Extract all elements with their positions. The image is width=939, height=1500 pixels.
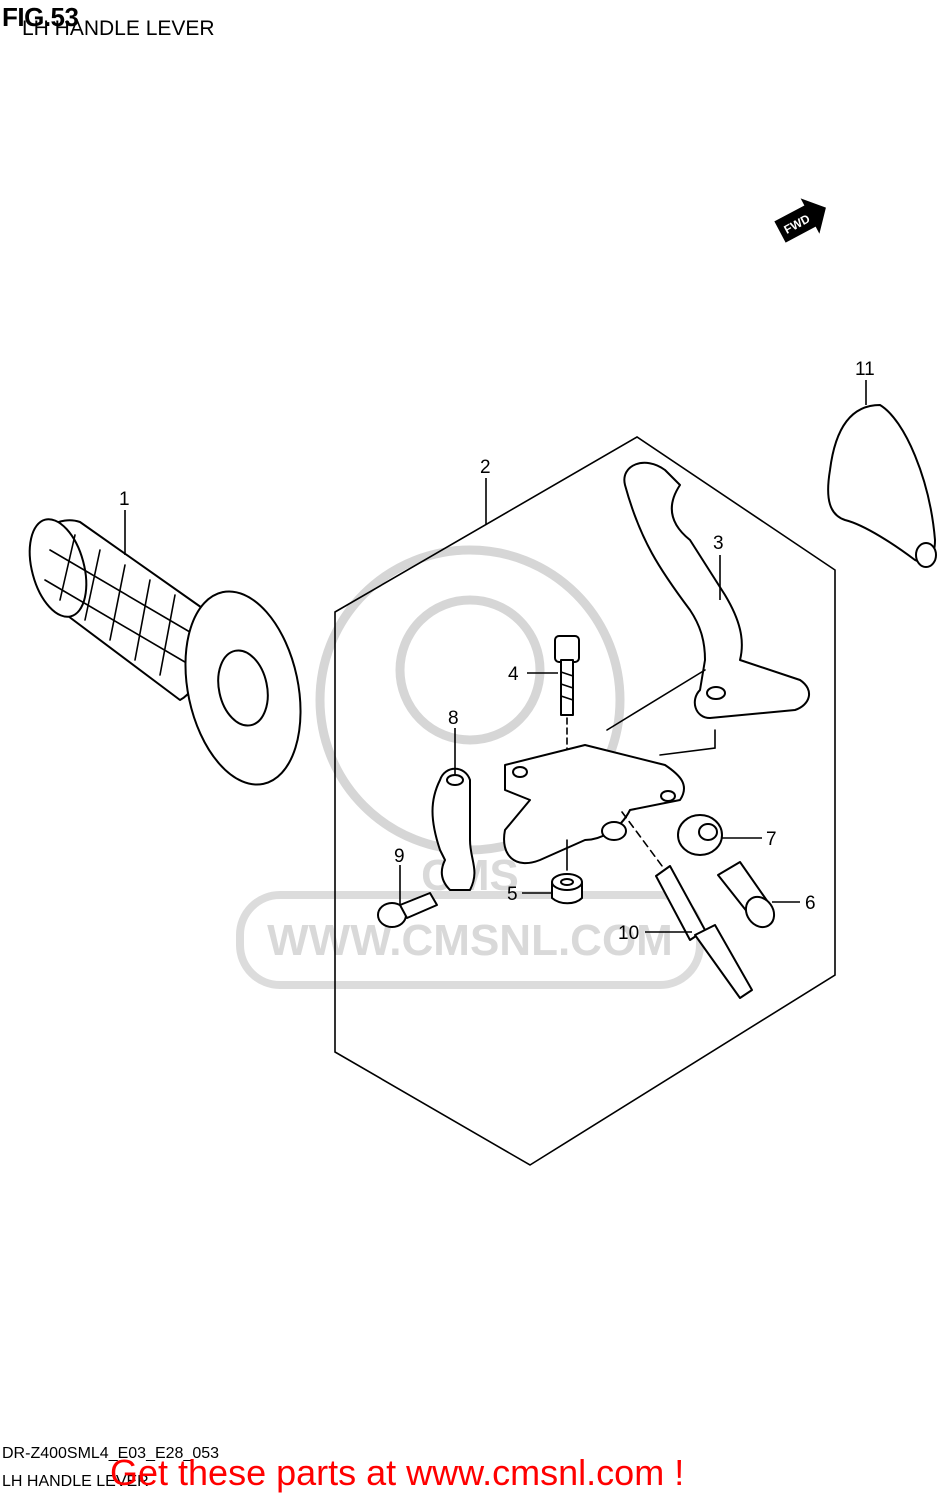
grip-bore [217, 649, 269, 727]
clamp-hole [446, 774, 464, 786]
callout-6: 6 [805, 893, 816, 914]
figure-number: FIG.53 [2, 2, 79, 32]
part-10-cable-end [621, 811, 753, 999]
footer-cta-link[interactable]: Get these parts at www.cmsnl.com ! [110, 1452, 685, 1493]
lever-assembly-lines [606, 669, 716, 756]
lever-body [623, 461, 810, 719]
callout-8: 8 [448, 708, 459, 729]
grip-ribs-horizontal [44, 549, 196, 666]
part-3-lever [606, 461, 810, 756]
bracket-hole-right [660, 790, 676, 802]
footer-model-code: DR-Z400SML4_E03_E28_053 [2, 1445, 220, 1462]
callout-leaders [124, 380, 867, 933]
callout-5: 5 [507, 884, 518, 905]
callout-10: 10 [618, 923, 639, 944]
bracket-hole-left [512, 766, 528, 778]
bolt-head [554, 635, 580, 663]
footer-title: LH HANDLE LEVER [2, 1473, 149, 1490]
cover-body [827, 404, 936, 563]
grip-ribs-vertical [59, 534, 176, 676]
callout-2: 2 [480, 457, 491, 478]
nut-hole [560, 878, 574, 886]
cable-axis-line [621, 811, 666, 871]
callout-numbers: 1 2 3 4 5 6 7 8 9 10 11 [119, 359, 875, 944]
callout-1: 1 [119, 489, 130, 510]
watermark-url-text: WWW.CMSNL.COM [267, 916, 673, 965]
part-11-cover [827, 404, 937, 568]
clamp-bolt-shank [399, 892, 438, 919]
fwd-direction-badge: FWD [774, 198, 826, 243]
part-7-adjuster-ring [677, 814, 723, 856]
clamp-body [431, 767, 476, 891]
cover-tip [915, 542, 937, 568]
bolt-thread [560, 671, 574, 701]
watermark-mascot-face [395, 595, 545, 745]
callout-4: 4 [508, 664, 519, 685]
part-5-nut [551, 873, 583, 905]
bracket-body [503, 744, 685, 865]
bracket-cable-bore [601, 821, 627, 841]
fwd-arrow-icon [774, 198, 826, 243]
part-6-adjuster-bolt [717, 861, 776, 929]
callout-9: 9 [394, 846, 405, 867]
assembly-group-frame [334, 436, 836, 1166]
callout-3: 3 [713, 533, 724, 554]
part-9-clamp-bolt [377, 892, 438, 928]
callout-7: 7 [766, 829, 777, 850]
part-8-clamp [431, 767, 476, 891]
lever-bracket [503, 744, 685, 871]
adjuster-bolt-knob [744, 895, 776, 929]
part-1-grip [28, 518, 302, 786]
cable-housing [694, 924, 753, 999]
grip-end-cap [28, 518, 88, 618]
lever-pivot-hole [706, 686, 726, 700]
figure-title: LH HANDLE LEVER [22, 17, 215, 40]
adjuster-ring-hole [698, 823, 718, 841]
callout-11: 11 [855, 359, 875, 380]
